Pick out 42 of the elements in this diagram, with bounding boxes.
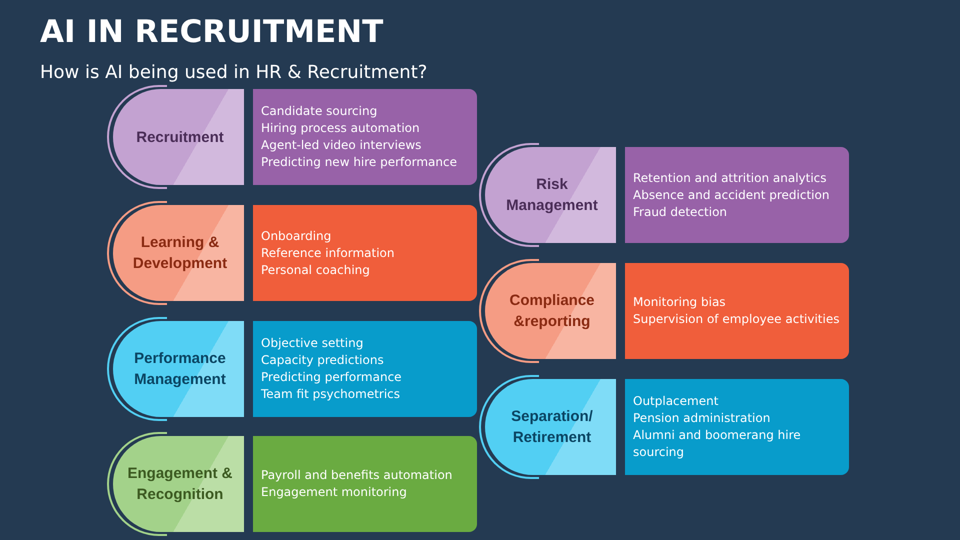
description-text: Supervision of employee activities: [633, 311, 840, 328]
category-label: Engagement & Recognition: [126, 464, 234, 505]
description-text: Hiring process automation: [261, 120, 421, 137]
description-card: [625, 379, 849, 475]
category-label: Performance Management: [133, 349, 227, 390]
category-tab: [107, 201, 245, 305]
category-tab: [107, 317, 245, 421]
description-card: [625, 263, 849, 359]
description-card: [253, 89, 477, 185]
category-tab: [107, 85, 245, 189]
description-text: Monitoring bias: [633, 294, 727, 311]
category-tab: [479, 259, 617, 363]
description-text: Objective setting: [261, 335, 364, 352]
description-text: Onboarding: [261, 228, 332, 244]
category-label: Separation/ Retirement: [510, 407, 594, 448]
subtitle: How is AI being used in HR & Recruitment?: [40, 62, 428, 83]
category-label: Risk Management: [505, 175, 599, 216]
category-tab: [479, 375, 617, 479]
description-text: Predicting new hire performance: [261, 154, 458, 171]
description-text: Candidate sourcing: [261, 103, 378, 120]
description-card: [253, 205, 477, 301]
category-label: Learning & Development: [132, 233, 228, 274]
description-text: Personal coaching: [261, 262, 371, 278]
category-tab: [107, 432, 245, 536]
description-text: Team fit psychometrics: [261, 386, 402, 403]
category-tab: [479, 143, 617, 247]
description-text: Engagement monitoring: [261, 484, 408, 501]
title: AI IN RECRUITMENT: [40, 14, 384, 50]
description-text: Capacity predictions: [261, 352, 385, 369]
description-card: [253, 436, 477, 532]
description-text: Payroll and benefits automation: [261, 467, 454, 484]
description-text: Pension administration: [633, 410, 772, 427]
description-card: [625, 147, 849, 243]
description-text: Alumni and boomerang hire sourcing: [633, 427, 802, 461]
description-text: Agent-led video interviews: [261, 137, 422, 154]
description-text: Predicting performance: [261, 369, 403, 386]
category-label: Compliance &reporting: [508, 291, 596, 332]
description-text: Retention and attrition analytics Absence and accident prediction Fraud detection: [633, 170, 830, 220]
description-text: Reference information: [261, 244, 396, 262]
category-label: Recruitment: [136, 128, 224, 148]
description-text: Outplacement: [633, 393, 720, 410]
description-card: [253, 321, 477, 417]
